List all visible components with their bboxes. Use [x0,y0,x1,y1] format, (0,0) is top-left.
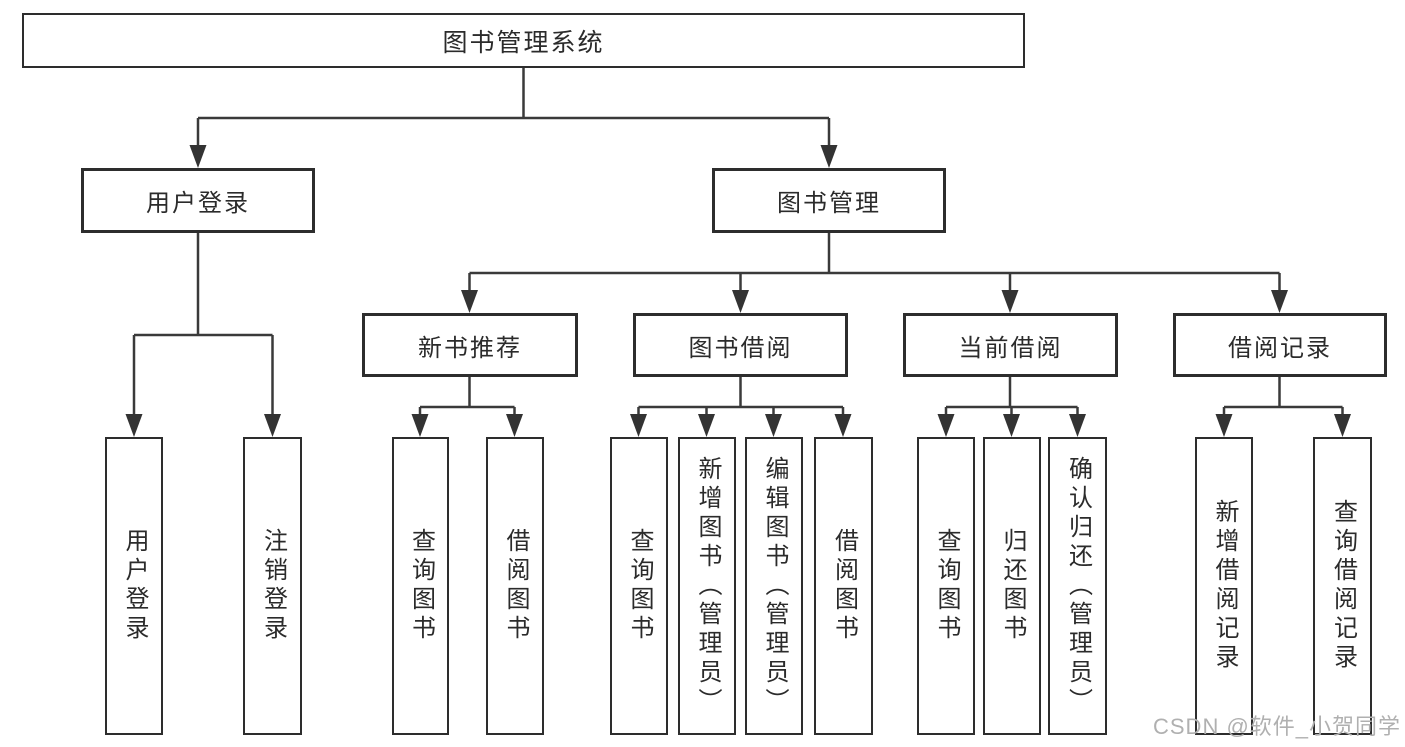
node-leaf-return-books: 归还图书 [983,437,1041,735]
csdn-watermark: CSDN @软件_小贺同学 [1153,714,1402,739]
node-leaf-add-borrow-record: 新增借阅记录 [1195,437,1253,735]
node-borrowing-records: 借阅记录 [1173,313,1387,377]
node-root: 图书管理系统 [22,13,1025,68]
node-leaf-return-books-label: 归还图书 [999,528,1026,644]
node-leaf-query-borrow-record: 查询借阅记录 [1313,437,1372,735]
node-current-borrowing: 当前借阅 [903,313,1118,377]
node-leaf-query-books-3: 查询图书 [917,437,975,735]
node-leaf-logout: 注销登录 [243,437,302,735]
node-leaf-add-books-admin: 新增图书（管理员） [678,437,736,735]
node-leaf-user-login: 用户登录 [105,437,163,735]
node-borrowing-records-label: 借阅记录 [1228,334,1332,362]
node-book-management: 图书管理 [712,168,946,233]
node-leaf-borrow-books-1-label: 借阅图书 [502,528,529,644]
node-leaf-borrow-books-2: 借阅图书 [814,437,873,735]
node-leaf-logout-label: 注销登录 [259,528,287,644]
node-current-borrowing-label: 当前借阅 [958,334,1063,362]
node-leaf-edit-books-admin: 编辑图书（管理员） [745,437,803,735]
node-leaf-query-books-1-label: 查询图书 [407,528,435,644]
node-leaf-query-borrow-record-label: 查询借阅记录 [1329,499,1357,673]
node-leaf-user-login-label: 用户登录 [121,528,148,644]
node-root-label: 图书管理系统 [442,28,605,57]
node-new-book-recommend-label: 新书推荐 [418,334,522,362]
node-leaf-borrow-books-2-label: 借阅图书 [830,528,858,644]
node-leaf-confirm-return-admin-label: 确认归还（管理员） [1064,455,1092,717]
node-book-borrowing-label: 图书借阅 [688,334,793,362]
node-book-management-label: 图书管理 [777,190,881,217]
node-user-login-label: 用户登录 [146,190,250,217]
node-leaf-edit-books-admin-label: 编辑图书（管理员） [761,455,788,717]
node-leaf-query-books-2: 查询图书 [610,437,668,735]
node-leaf-query-books-2-label: 查询图书 [626,528,653,644]
node-leaf-add-books-admin-label: 新增图书（管理员） [694,455,721,717]
node-new-book-recommend: 新书推荐 [362,313,578,377]
node-leaf-borrow-books-1: 借阅图书 [486,437,544,735]
node-leaf-confirm-return-admin: 确认归还（管理员） [1048,437,1107,735]
node-leaf-add-borrow-record-label: 新增借阅记录 [1211,499,1238,673]
node-book-borrowing: 图书借阅 [633,313,848,377]
node-user-login: 用户登录 [81,168,315,233]
node-leaf-query-books-1: 查询图书 [392,437,449,735]
node-leaf-query-books-3-label: 查询图书 [933,528,960,644]
